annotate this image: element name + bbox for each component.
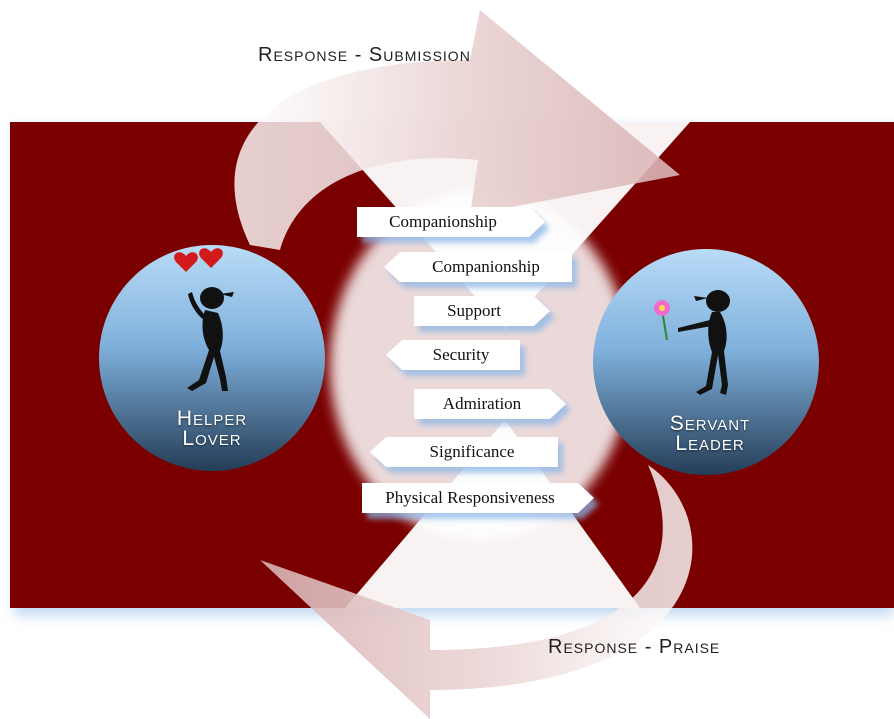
caption-response-submission: Response - Submission <box>258 44 471 66</box>
tag-label: Admiration <box>442 394 522 413</box>
tag-arrow-right <box>362 483 594 513</box>
person-with-hearts-icon <box>174 248 234 391</box>
tag-label: Companionship <box>432 257 540 276</box>
servant-leader-label: Servant Leader <box>630 412 790 455</box>
tag-label: Security <box>432 345 490 364</box>
tag-arrow-right <box>414 296 550 326</box>
helper-label-line2: Lover <box>182 427 242 450</box>
helper-lover-label: Helper Lover <box>132 407 292 450</box>
tag-arrow-left <box>386 340 520 370</box>
tag-arrow-left <box>384 252 572 282</box>
person-with-flower-icon <box>654 290 730 395</box>
tag-label: Significance <box>429 442 515 461</box>
tag-label: Physical Responsiveness <box>385 488 555 507</box>
servant-leader-circle <box>593 249 819 475</box>
tag-arrow-left <box>370 437 558 467</box>
arrow-response-submission <box>234 10 680 250</box>
tags-layer <box>357 207 599 519</box>
tag-label: Companionship <box>389 212 497 231</box>
servant-label-line2: Leader <box>675 432 745 455</box>
helper-label-line1: Helper <box>176 407 248 430</box>
tag-label: Support <box>447 301 501 320</box>
tag-arrow-right <box>414 389 566 419</box>
caption-response-praise: Response - Praise <box>548 636 721 658</box>
tag-arrow-right <box>357 207 545 237</box>
arrow-response-praise <box>260 465 693 719</box>
servant-label-line1: Servant <box>669 412 751 435</box>
